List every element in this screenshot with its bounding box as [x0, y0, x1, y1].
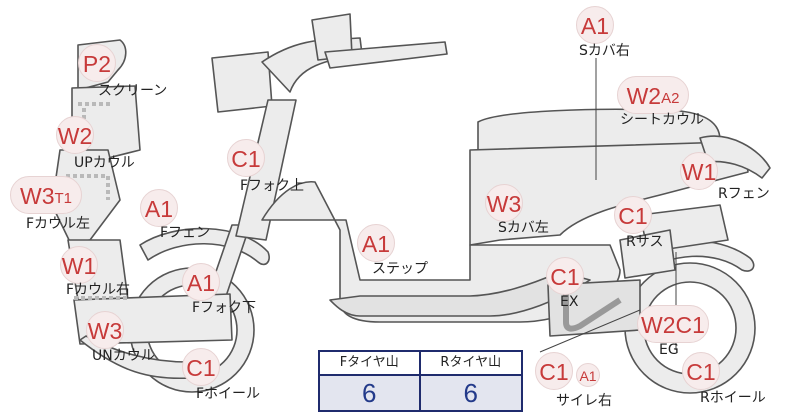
- part-label-silencer-right: サイレ右: [556, 393, 612, 409]
- grade-badge: W2: [56, 116, 94, 154]
- grade-badge: C1: [227, 139, 265, 177]
- grade-badge: A1: [357, 224, 395, 262]
- part-label-screen: スクリーン: [98, 83, 168, 99]
- part-label-exhaust: EX: [560, 294, 579, 310]
- grade-sub-value: T1: [54, 190, 72, 207]
- grade-badge: C1: [182, 348, 220, 386]
- part-label-f-fork-lower: Fフォク下: [192, 300, 257, 316]
- grade-sub-value: A2: [661, 90, 680, 107]
- part-label-s-cover-left: Sカバ左: [498, 220, 549, 236]
- grade-badge: W3T1: [10, 176, 82, 214]
- r-tire-value: 6: [420, 376, 521, 410]
- part-label-f-fork-upper: Fフォク上: [240, 178, 305, 194]
- grade-value: W2: [641, 312, 676, 338]
- part-label-un-cowl: UNカウル: [92, 348, 155, 364]
- grade-badge: W2C1: [637, 305, 709, 343]
- part-label-r-suspension: Rサス: [626, 234, 664, 250]
- grade-badge: C1: [614, 196, 652, 234]
- grade-value: W3: [19, 183, 55, 209]
- grade-badge: A1: [182, 263, 220, 301]
- part-label-seat-cowl: シートカウル: [620, 112, 704, 128]
- grade-badge: W1: [680, 152, 718, 190]
- grade-badge: C1: [546, 257, 584, 295]
- grade-badge: C1: [682, 352, 720, 390]
- grade-badge: C1: [535, 352, 573, 390]
- r-tire-header: Rタイヤ山: [420, 352, 521, 376]
- grade-badge: A1: [576, 6, 614, 44]
- grade-value: W2: [626, 83, 662, 109]
- f-tire-value: 6: [320, 376, 421, 410]
- grade-badge: P2: [78, 44, 116, 82]
- grade-badge: W1: [60, 246, 98, 284]
- part-label-up-cowl: UPカウル: [74, 155, 135, 171]
- part-label-f-cowl-left: Fカウル左: [26, 216, 91, 232]
- part-label-s-cover-right: Sカバ右: [579, 43, 630, 59]
- part-label-f-cowl-right: Fカウル右: [66, 282, 131, 298]
- part-label-r-fender: Rフェン: [718, 186, 770, 202]
- grade-badge: A1: [140, 189, 178, 227]
- tire-tread-table: Fタイヤ山 Rタイヤ山 6 6: [318, 350, 523, 412]
- part-label-f-wheel: Fホイール: [196, 386, 261, 402]
- f-tire-header: Fタイヤ山: [320, 352, 421, 376]
- grade-second-value: C1: [675, 312, 705, 338]
- part-label-step: ステップ: [372, 261, 428, 277]
- part-label-f-fender: Fフェン: [160, 225, 211, 241]
- grade-badge-small: A1: [576, 363, 600, 387]
- part-label-engine: EG: [659, 342, 679, 358]
- grade-badge: W3: [485, 184, 523, 222]
- grade-badge: W2A2: [617, 76, 689, 114]
- grade-badge: W3: [86, 311, 124, 349]
- part-label-r-wheel: Rホイール: [700, 390, 766, 406]
